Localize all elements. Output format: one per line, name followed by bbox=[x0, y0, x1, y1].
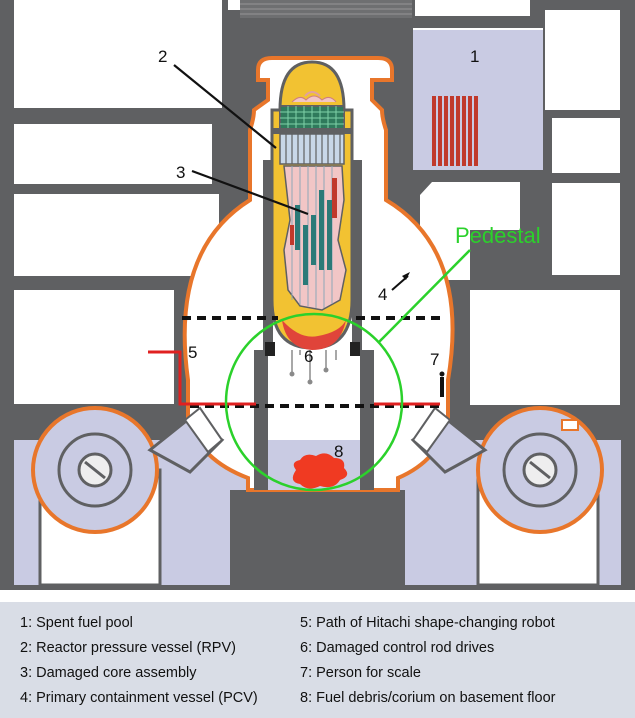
legend-item-6: 6: Damaged control rod drives bbox=[300, 640, 495, 656]
damaged-core-assembly bbox=[283, 165, 347, 311]
label-3: 3 bbox=[176, 163, 185, 182]
label-4: 4 bbox=[378, 285, 387, 304]
leader-2 bbox=[173, 64, 277, 149]
control-rod-drive-tips bbox=[289, 367, 329, 385]
torus-left bbox=[31, 406, 225, 587]
label-2: 2 bbox=[158, 47, 167, 66]
building-rooms bbox=[0, 0, 635, 600]
leader-pedestal bbox=[377, 249, 471, 344]
legend-item-7: 7: Person for scale bbox=[300, 665, 421, 681]
legend-item-2: 2: Reactor pressure vessel (RPV) bbox=[20, 640, 236, 656]
label-6: 6 bbox=[304, 347, 313, 366]
rpv-skirt bbox=[265, 342, 360, 356]
legend-separator bbox=[0, 600, 635, 602]
control-rod-drives bbox=[291, 350, 337, 380]
leader-3 bbox=[191, 169, 309, 216]
pedestal-circle bbox=[224, 312, 404, 492]
legend-item-8: 8: Fuel debris/corium on basement floor bbox=[300, 690, 556, 706]
leader-4-arrow bbox=[402, 272, 410, 280]
pedestal-walls bbox=[254, 350, 374, 490]
label-1: 1 bbox=[470, 47, 479, 66]
legend-item-1: 1: Spent fuel pool bbox=[20, 615, 133, 631]
legend-item-3: 3: Damaged core assembly bbox=[20, 665, 197, 681]
steam-separator bbox=[272, 105, 352, 134]
robot-path bbox=[148, 350, 256, 406]
legend: 1: Spent fuel pool 2: Reactor pressure v… bbox=[0, 600, 635, 718]
torus-right bbox=[410, 406, 604, 587]
legend-item-4: 4: Primary containment vessel (PCV) bbox=[20, 690, 258, 706]
reactor-diagram: 1 2 3 4 5 6 7 8 Pedestal bbox=[0, 0, 635, 600]
spent-fuel-pool bbox=[413, 28, 543, 170]
person-for-scale bbox=[439, 371, 445, 397]
steam-dryer bbox=[279, 133, 345, 165]
label-8: 8 bbox=[334, 442, 343, 461]
rpv-bottom-corium bbox=[282, 320, 346, 350]
basement-corium bbox=[292, 453, 348, 489]
label-5: 5 bbox=[188, 343, 197, 362]
legend-item-5: 5: Path of Hitachi shape-changing robot bbox=[300, 615, 555, 631]
roof-structure bbox=[240, 0, 412, 18]
pedestal-label: Pedestal bbox=[455, 223, 541, 248]
label-7: 7 bbox=[430, 350, 439, 369]
